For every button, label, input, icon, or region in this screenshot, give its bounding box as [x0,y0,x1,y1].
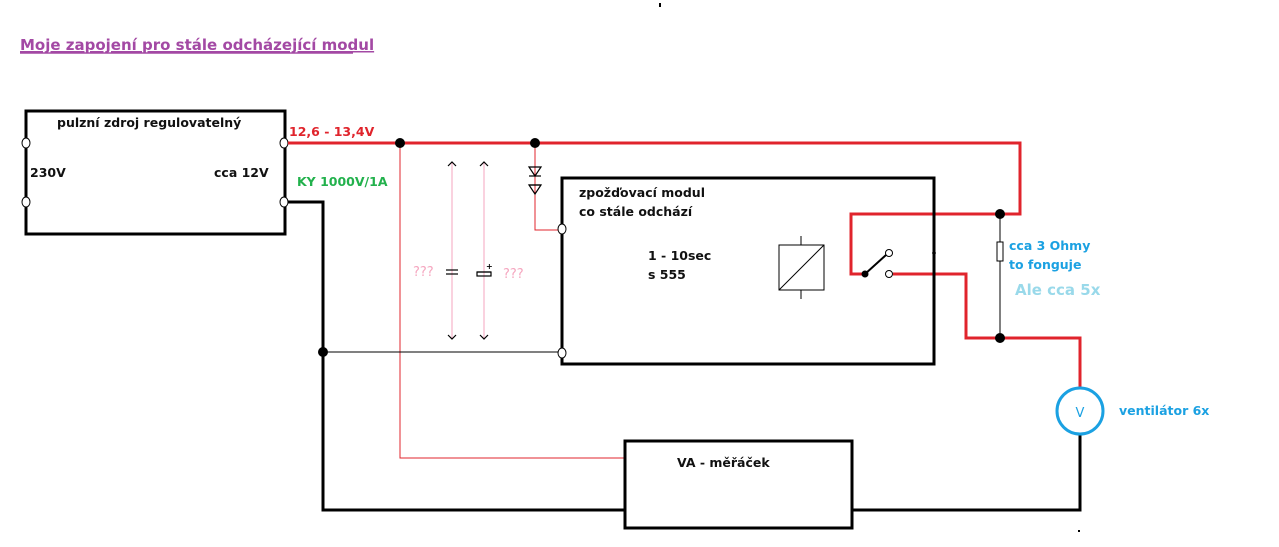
delay-module-line2: co stále odchází [579,204,693,219]
fan-icon: V [1055,386,1105,436]
resistor-label-2: to fonguje [1009,257,1081,272]
resistor-icon [996,241,1004,262]
relay-switch-icon [861,249,893,278]
diode-label: KY 1000V/1A [297,174,388,189]
stray-mark [1078,530,1080,532]
svg-text:+: + [486,262,493,271]
power-supply: pulzní zdroj regulovatelný 230V cca 12V [21,109,289,236]
positive-wires [288,141,1082,459]
power-supply-name: pulzní zdroj regulovatelný [57,115,241,130]
voltage-label: 12,6 - 13,4V [289,124,375,139]
capacitor-label-left: ??? [413,265,434,280]
va-meter: VA - měřáček [623,439,854,530]
resistor-note: Ale cca 5x [1015,281,1101,299]
diagram-title: Moje zapojení pro stále odcházející modu… [20,36,374,54]
delay-module-chip: s 555 [648,267,686,282]
junction-dots [318,138,1005,357]
capacitor-options: + ??? ??? [413,161,524,340]
power-supply-input: 230V [30,165,66,180]
meter-name: VA - měřáček [677,455,770,470]
diode-icon [527,166,543,196]
fan-label: ventilátor 6x [1119,403,1209,418]
fan-symbol: V [1076,406,1085,421]
delay-module: zpožďovací modul co stále odchází 1 - 10… [557,176,936,366]
stray-mark [659,3,661,7]
delay-module-line1: zpožďovací modul [579,185,705,200]
power-supply-output: cca 12V [214,165,269,180]
capacitor-label-right: ??? [503,267,524,282]
resistor-label-1: cca 3 Ohmy [1009,238,1090,253]
delay-module-time: 1 - 10sec [648,248,711,263]
relay-coil-icon [778,236,825,299]
